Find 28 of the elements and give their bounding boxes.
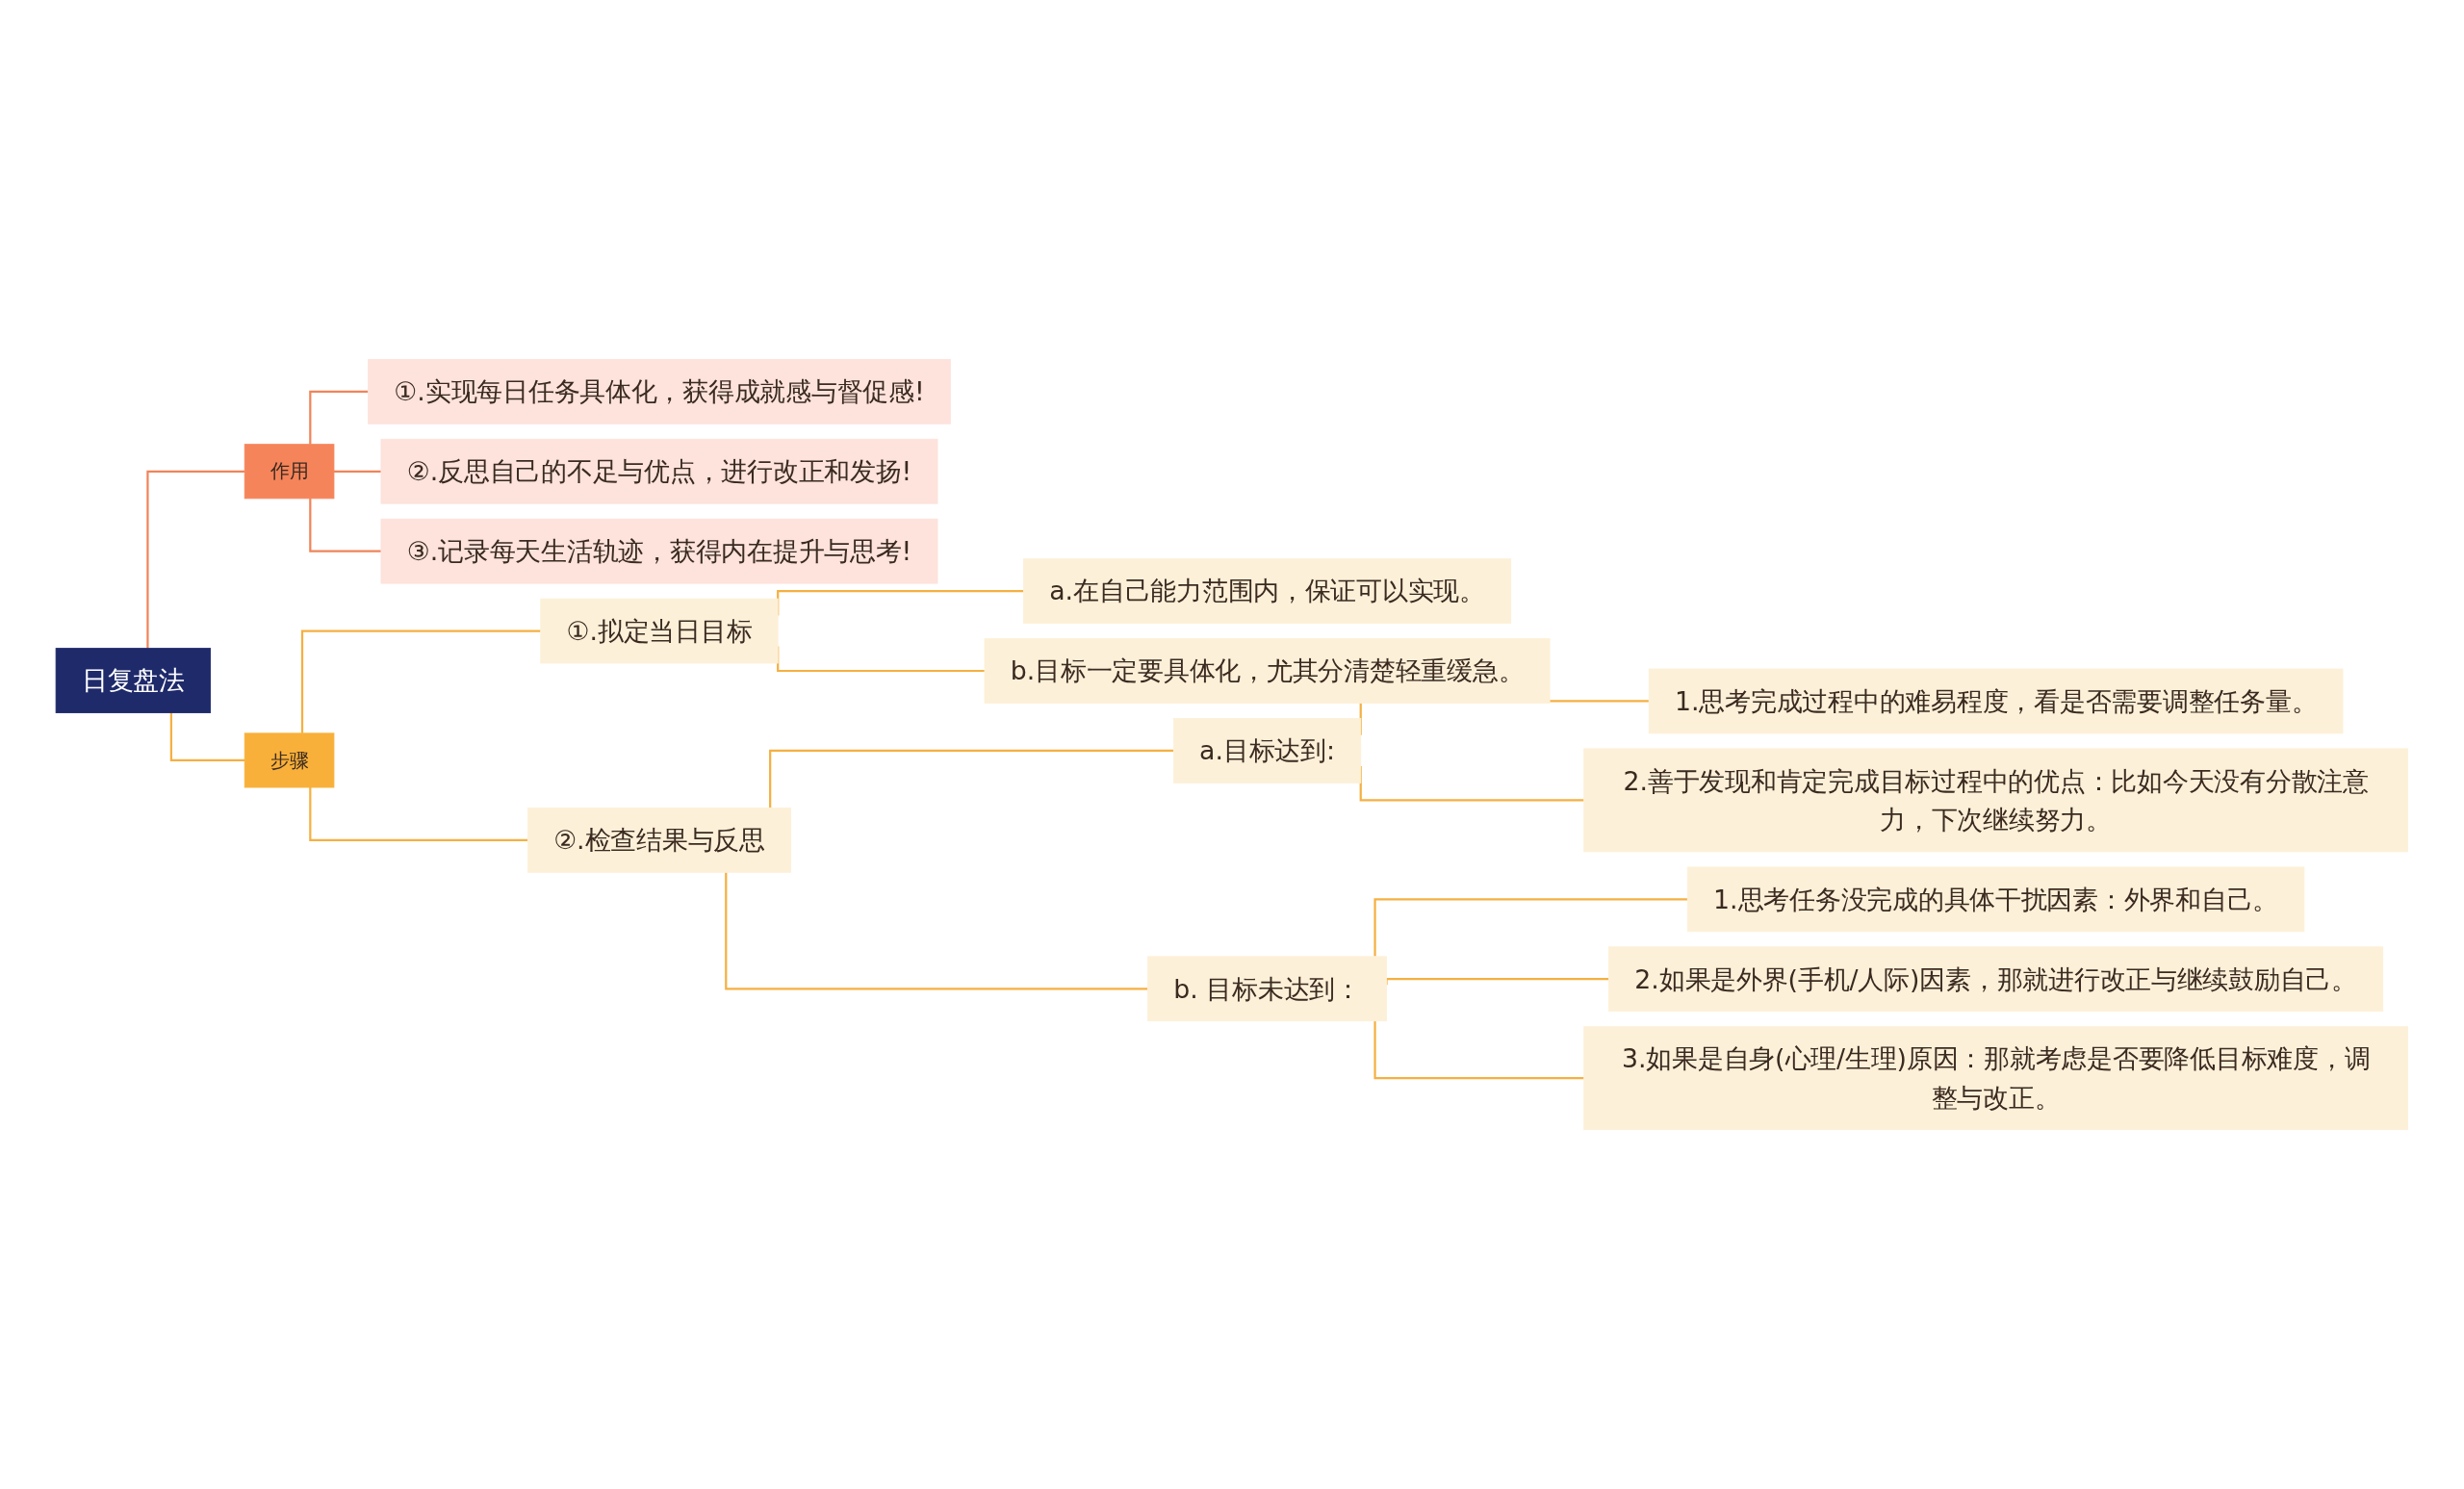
connector: [170, 712, 245, 761]
connector: [309, 498, 382, 552]
node-box: b. 目标未达到：: [1147, 956, 1388, 1022]
connector: [1373, 1020, 1584, 1080]
node-box: a.目标达到:: [1173, 717, 1362, 783]
node-box: 步骤: [244, 732, 335, 788]
node-box: 1.思考完成过程中的难易程度，看是否需要调整任务量。: [1648, 668, 2344, 734]
connector: [725, 872, 1148, 990]
node-box: ②.检查结果与反思: [527, 807, 792, 873]
node-box: 2.如果是外界(手机/人际)因素，那就进行改正与继续鼓励自己。: [1608, 946, 2384, 1013]
node-box: 作用: [244, 444, 335, 500]
node-box: 2.善于发现和肯定完成目标过程中的优点：比如今天没有分散注意力，下次继续努力。: [1583, 748, 2409, 853]
node-box: ①.实现每日任务具体化，获得成就感与督促感!: [368, 358, 951, 424]
node-box: 日复盘法: [55, 648, 212, 713]
node-box: ①.拟定当日目标: [540, 598, 779, 664]
connector: [146, 470, 245, 649]
node-box: 1.思考任务没完成的具体干扰因素：外界和自己。: [1687, 866, 2305, 933]
connector: [309, 786, 528, 841]
connector: [1373, 898, 1688, 957]
connector: [301, 629, 541, 733]
node-box: ②.反思自己的不足与优点，进行改正和发扬!: [380, 438, 938, 504]
node-box: b.目标一定要具体化，尤其分清楚轻重缓急。: [984, 638, 1551, 704]
node-box: 3.如果是自身(心理/生理)原因：那就考虑是否要降低目标难度，调整与改正。: [1583, 1026, 2409, 1131]
connector: [333, 470, 382, 473]
node-box: a.在自己能力范围内，保证可以实现。: [1023, 558, 1512, 624]
node-box: ③.记录每天生活轨迹，获得内在提升与思考!: [380, 518, 938, 584]
connector: [309, 390, 369, 445]
connector: [769, 749, 1174, 809]
